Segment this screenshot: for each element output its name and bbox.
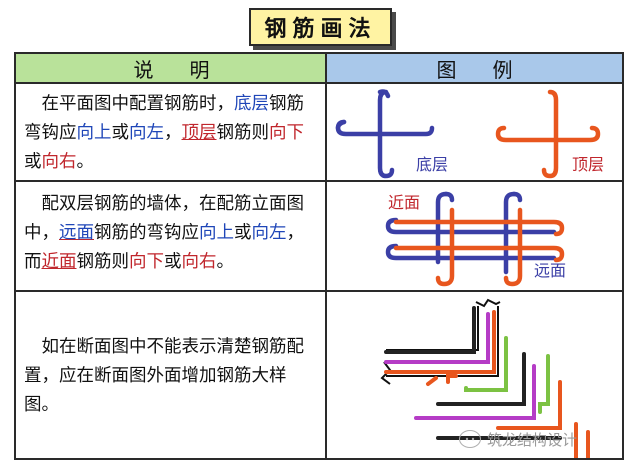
text-segment: 向右 xyxy=(181,252,217,272)
row-divider-2 xyxy=(16,290,622,292)
text-segment: ，而 xyxy=(24,223,304,272)
top-layer-rebar xyxy=(495,89,601,179)
text-segment: 或 xyxy=(234,223,252,243)
text-segment: 远面 xyxy=(59,223,94,243)
wechat-icon xyxy=(459,430,481,448)
header-description: 说明 xyxy=(16,54,327,84)
text-segment: 钢筋弯钩应 xyxy=(24,94,304,143)
top-layer-label: 顶层 xyxy=(572,155,604,174)
near-face-rebar xyxy=(393,207,565,287)
text-segment: 或 xyxy=(111,123,130,143)
text-segment: 或 xyxy=(24,152,42,172)
text-segment: 。 xyxy=(76,152,95,172)
text-segment: 钢筋则 xyxy=(76,252,130,272)
text-segment: 顶层 xyxy=(181,123,217,143)
text-segment: 。 xyxy=(216,252,235,272)
text-segment: 向下 xyxy=(129,252,164,272)
column-divider xyxy=(325,54,327,458)
text-segment: 如在断面图中不能表示清楚钢筋配置，应在断面图外面增加钢筋大样图。 xyxy=(24,337,304,415)
text-segment: 钢筋的弯钩应 xyxy=(94,223,199,243)
text-segment: 向右 xyxy=(41,152,77,172)
text-segment: 向下 xyxy=(269,123,304,143)
near-face-label: 近面 xyxy=(388,193,420,212)
text-segment: 向左 xyxy=(129,123,164,143)
text-segment: 在平面图中配置钢筋时， xyxy=(24,94,234,114)
page-title: 钢筋画法 xyxy=(249,8,392,46)
text-segment: ， xyxy=(164,123,182,143)
row1-description: 在平面图中配置钢筋时，底层钢筋弯钩应向上或向左，顶层钢筋则向下或向右。 xyxy=(24,90,320,177)
text-segment: 向左 xyxy=(251,223,287,243)
far-face-rebar xyxy=(385,191,557,275)
far-face-label: 远面 xyxy=(534,261,566,280)
watermark-text: 筑龙结构设计 xyxy=(487,430,578,449)
plan-hooks-figure: 底层 顶层 xyxy=(335,89,604,179)
text-segment: 向上 xyxy=(199,223,234,243)
text-segment: 或 xyxy=(164,252,182,272)
bottom-layer-rebar xyxy=(335,89,435,179)
section-detail-figure xyxy=(380,298,590,458)
row-divider-1 xyxy=(16,180,622,182)
text-segment: 近面 xyxy=(41,252,77,272)
text-segment: 底层 xyxy=(234,94,269,114)
row2-description: 配双层钢筋的墙体，在配筋立面图中，远面钢筋的弯钩应向上或向左，而近面钢筋则向下或… xyxy=(24,190,320,277)
text-segment: 钢筋则 xyxy=(216,123,270,143)
rebar-table: 说明 图例 在平面图中配置钢筋时，底层钢筋弯钩应向上或向左，顶层钢筋则向下或向右… xyxy=(14,52,624,460)
text-segment: 向上 xyxy=(76,123,112,143)
section-rebar xyxy=(384,306,590,458)
row3-description: 如在断面图中不能表示清楚钢筋配置，应在断面图外面增加钢筋大样图。 xyxy=(24,333,320,420)
text-segment: 配双层钢筋的墙体，在配筋立面图中， xyxy=(24,194,304,243)
header-legend: 图例 xyxy=(327,54,622,84)
watermark: 筑龙结构设计 xyxy=(459,426,629,452)
wall-double-layer-figure: 近面 远面 xyxy=(385,191,566,287)
bottom-layer-label: 底层 xyxy=(416,155,448,174)
